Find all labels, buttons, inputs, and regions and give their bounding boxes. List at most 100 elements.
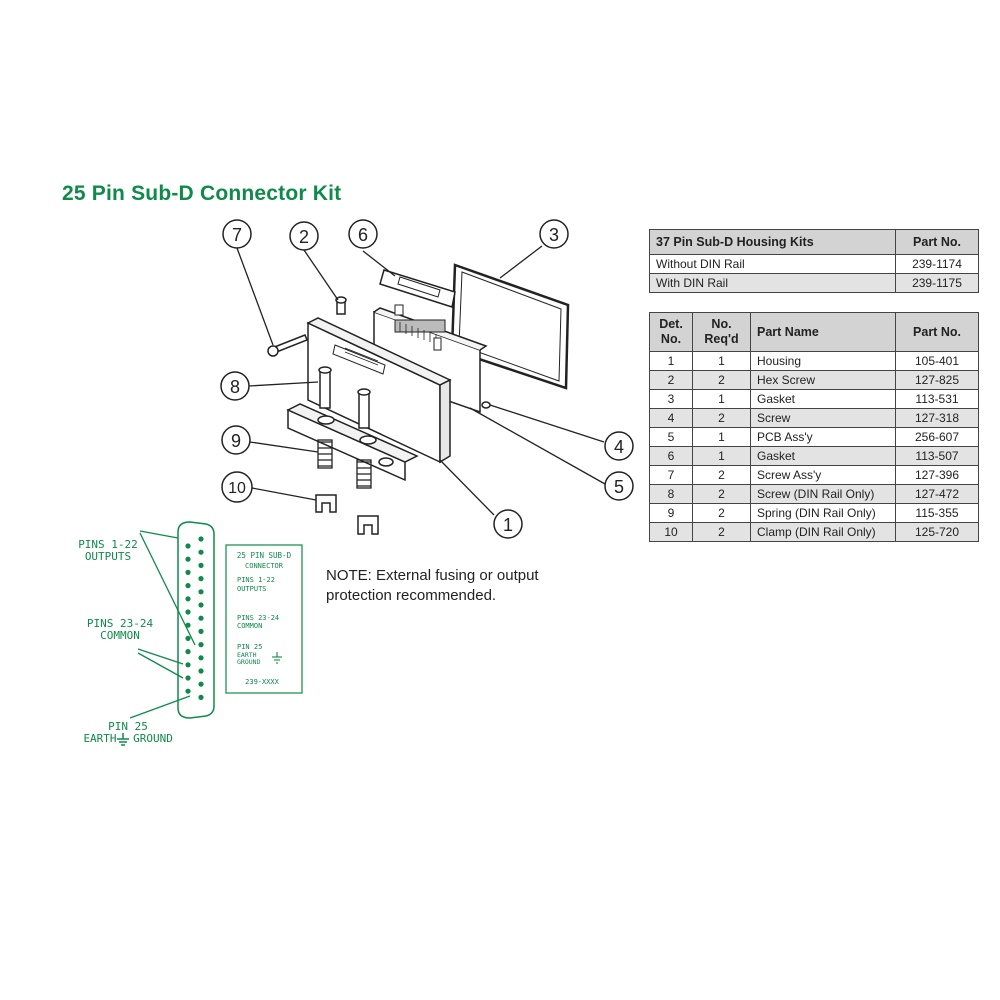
part-req: 2 — [692, 522, 751, 542]
pin-dot — [185, 662, 191, 668]
pin-dot — [198, 615, 204, 621]
pinout-outputs-label-2: OUTPUTS — [85, 550, 131, 563]
part-det: 7 — [649, 465, 693, 485]
pin-dot — [185, 635, 191, 642]
part-spring — [317, 439, 372, 489]
card-title-2: CONNECTOR — [245, 562, 284, 570]
kits-row: Without DIN Rail 239-1174 — [649, 254, 979, 274]
svg-text:8: 8 — [230, 377, 240, 397]
part-name: Spring (DIN Rail Only) — [750, 503, 896, 523]
part-det: 2 — [649, 370, 693, 390]
pin-dot — [198, 562, 204, 569]
parts-header-name: Part Name — [750, 312, 896, 352]
part-number: 113-507 — [895, 446, 979, 466]
kits-desc: With DIN Rail — [649, 273, 896, 293]
part-det: 5 — [649, 427, 693, 447]
part-det: 8 — [649, 484, 693, 504]
card-common-2: COMMON — [237, 622, 262, 630]
callout-2: 2 — [289, 221, 319, 251]
pin-dot — [198, 681, 204, 687]
pin-dot — [185, 609, 191, 615]
part-det: 1 — [649, 351, 693, 371]
callout-5: 5 — [604, 471, 634, 501]
assembly-parts — [267, 263, 570, 535]
pin-dot — [198, 536, 204, 542]
pinout-earth-label-2: EARTH — [83, 732, 116, 745]
kits-row: With DIN Rail 239-1175 — [649, 273, 979, 293]
part-gasket-large — [450, 263, 570, 390]
card-outputs-2: OUTPUTS — [237, 585, 267, 593]
fusing-note: NOTE: External fusing or output protecti… — [326, 567, 539, 604]
pinout-outputs-label-1: PINS 1-22 — [78, 538, 138, 551]
svg-text:1: 1 — [503, 515, 513, 535]
card-ground-icon — [272, 652, 282, 664]
part-req: 1 — [692, 427, 751, 447]
part-det: 4 — [649, 408, 693, 428]
pin-dot — [198, 628, 204, 635]
part-hex-screw — [335, 296, 347, 315]
part-clamp — [315, 494, 379, 535]
pinout-common-label-1: PINS 23-24 — [87, 617, 154, 630]
part-name: Clamp (DIN Rail Only) — [750, 522, 896, 542]
pin-dot — [198, 549, 204, 555]
label-card: 25 PIN SUB-D CONNECTOR PINS 1-22 OUTPUTS… — [225, 544, 303, 694]
pin-dot — [198, 668, 204, 674]
part-det: 3 — [649, 389, 693, 409]
parts-header-det: Det.No. — [649, 312, 693, 352]
part-name: Screw — [750, 408, 896, 428]
callout-8: 8 — [220, 371, 250, 401]
svg-text:10: 10 — [228, 480, 246, 497]
pinout-diagram: PINS 1-22 OUTPUTS PINS 23-24 COMMON PIN … — [78, 521, 303, 746]
part-din-base — [286, 403, 419, 482]
part-number: 127-472 — [895, 484, 979, 504]
parts-header-part: Part No. — [895, 312, 979, 352]
callout-9: 9 — [221, 425, 251, 455]
part-number: 115-355 — [895, 503, 979, 523]
pin-dot — [185, 556, 191, 562]
housing-kits-table: 37 Pin Sub-D Housing Kits Part No. Witho… — [649, 229, 979, 293]
part-number: 125-720 — [895, 522, 979, 542]
pin-dot — [185, 688, 191, 694]
pin-dot — [198, 655, 204, 661]
part-name: PCB Ass'y — [750, 427, 896, 447]
kits-part: 239-1175 — [895, 273, 979, 293]
pin-dot — [198, 602, 204, 608]
svg-text:5: 5 — [614, 477, 624, 497]
ground-symbol-icon — [117, 733, 129, 746]
part-req: 2 — [692, 408, 751, 428]
part-req: 2 — [692, 484, 751, 504]
pin-dot — [185, 675, 191, 681]
part-number: 127-396 — [895, 465, 979, 485]
pin-dot — [185, 622, 191, 628]
part-number: 256-607 — [895, 427, 979, 447]
pinout-earth-label-1: PIN 25 — [108, 720, 148, 733]
part-screw-assy — [267, 334, 308, 357]
part-gasket-small — [379, 269, 456, 308]
part-name: Hex Screw — [750, 370, 896, 390]
part-req: 2 — [692, 465, 751, 485]
part-det: 6 — [649, 446, 693, 466]
callout-1: 1 — [493, 509, 523, 539]
pinout-common-label-2: COMMON — [100, 629, 140, 642]
callout-bubbles: 7 2 6 3 8 9 10 4 5 1 — [220, 219, 634, 539]
kits-part: 239-1174 — [895, 254, 979, 274]
callout-7: 7 — [222, 219, 252, 249]
part-req: 1 — [692, 389, 751, 409]
part-name: Housing — [750, 351, 896, 371]
svg-text:7: 7 — [232, 225, 242, 245]
kits-header-part: Part No. — [895, 229, 979, 255]
callout-3: 3 — [539, 219, 569, 249]
part-det: 10 — [649, 522, 693, 542]
pin-dot — [185, 649, 191, 655]
part-housing — [306, 317, 452, 464]
part-screw-din — [318, 366, 371, 429]
part-number: 105-401 — [895, 351, 979, 371]
